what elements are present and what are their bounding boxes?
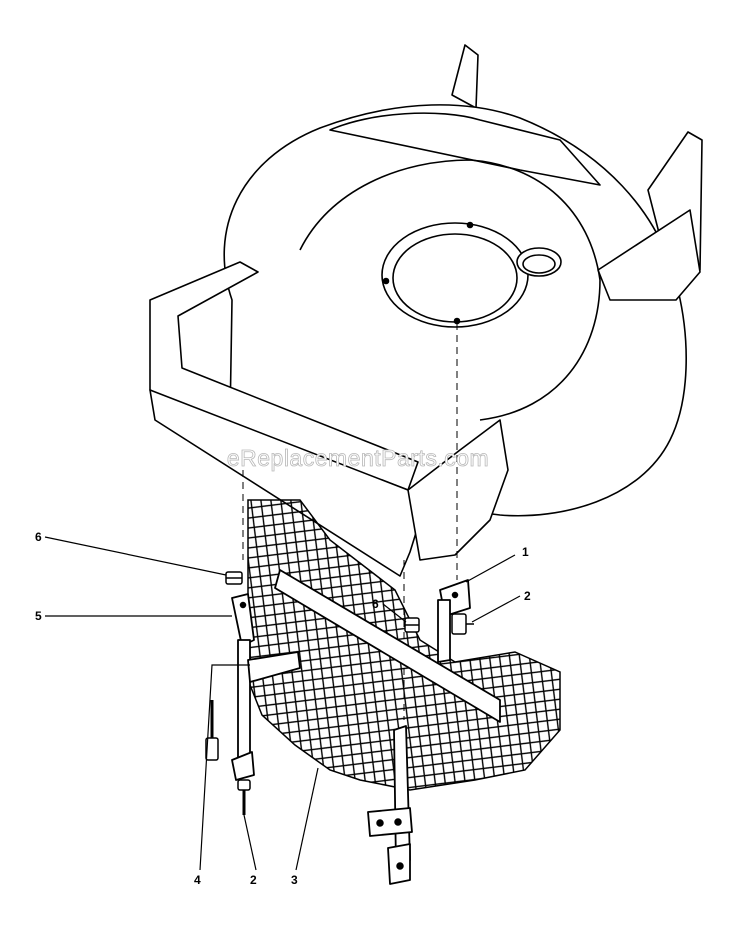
mower-deck-housing bbox=[149, 44, 703, 577]
watermark: eReplacementParts.com bbox=[227, 445, 489, 471]
callout-2-right: 2 bbox=[524, 589, 531, 603]
callout-2-bottom: 2 bbox=[250, 873, 257, 887]
callout-6-top: 6 bbox=[35, 530, 42, 544]
callout-1: 1 bbox=[522, 545, 529, 559]
bracket-assembly bbox=[231, 569, 501, 885]
callout-3: 3 bbox=[291, 873, 298, 887]
bolt-bottom bbox=[237, 779, 251, 815]
callout-6-mid: 6 bbox=[372, 597, 379, 611]
nut-top bbox=[225, 571, 243, 585]
hardware bbox=[205, 571, 474, 870]
screw-left bbox=[205, 700, 219, 761]
nut-mid bbox=[404, 617, 420, 633]
callout-5: 5 bbox=[35, 609, 42, 623]
leader-lines bbox=[44, 536, 521, 871]
callout-4: 4 bbox=[194, 873, 201, 887]
bolt-right bbox=[451, 613, 474, 635]
